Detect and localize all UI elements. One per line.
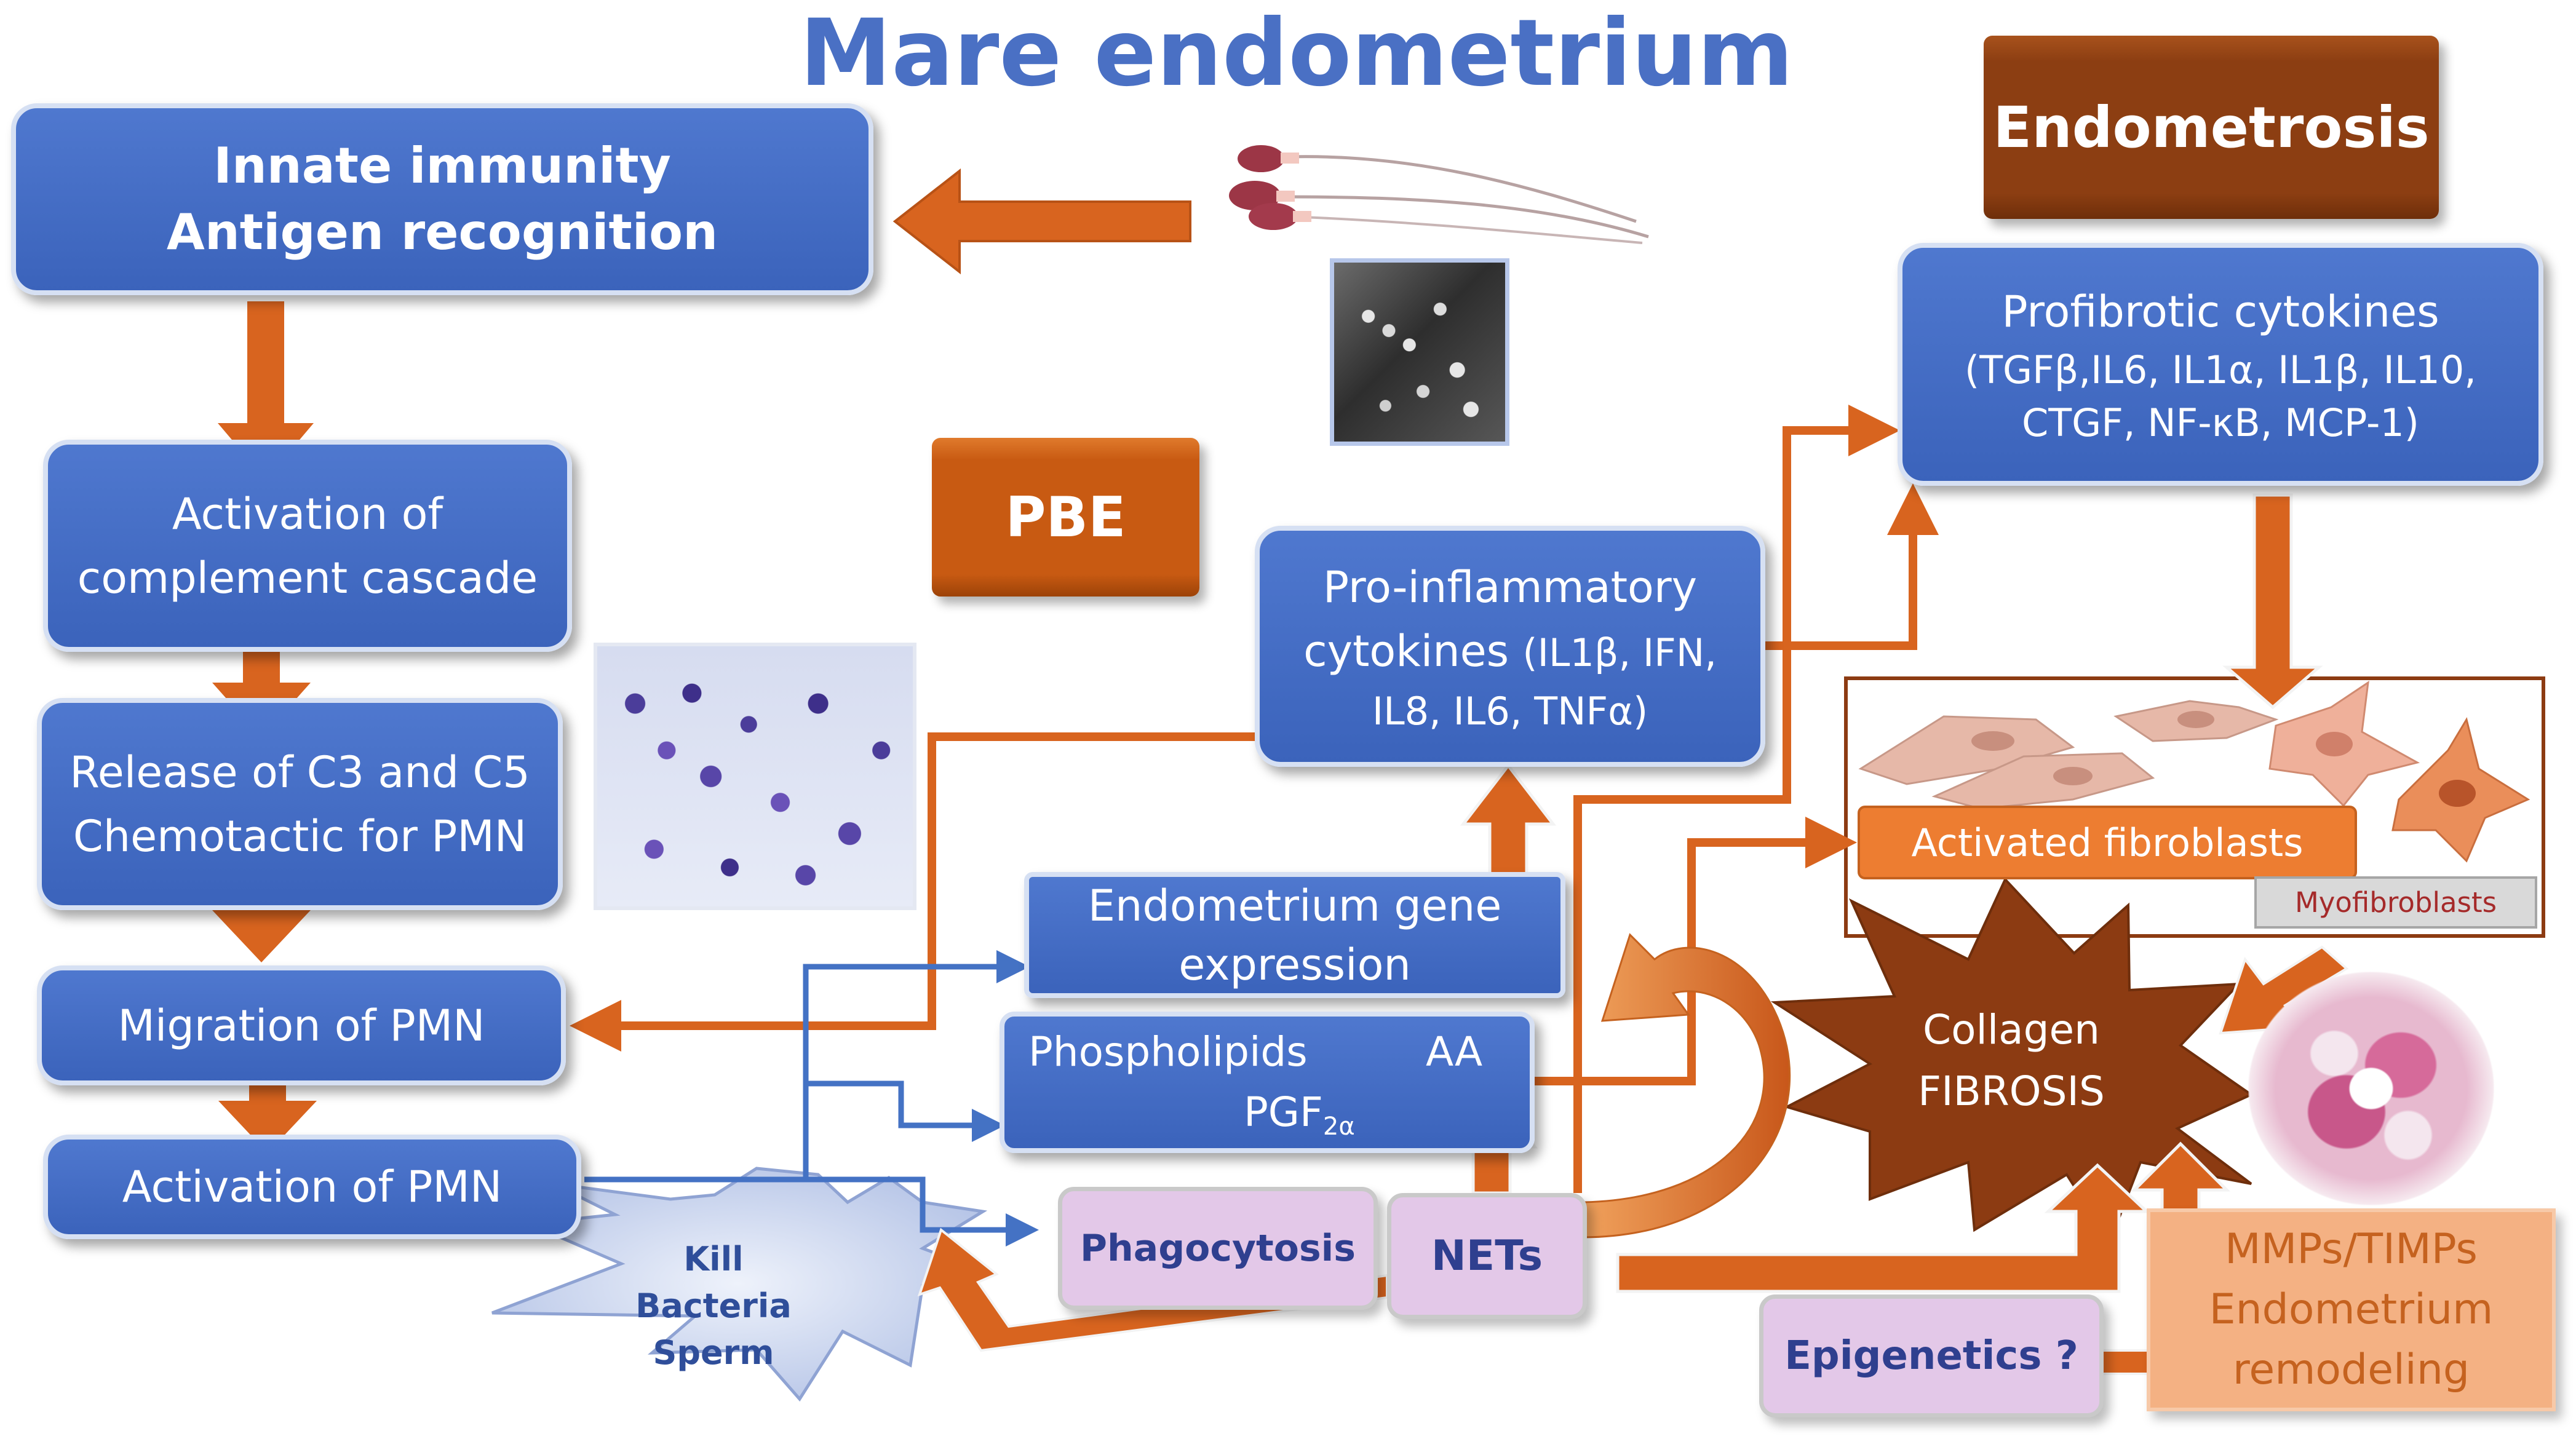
phagocytosis-label: Phagocytosis	[1080, 1227, 1356, 1270]
endometrium-histology-image	[2248, 972, 2494, 1205]
aa-label: AA	[1426, 1028, 1483, 1076]
arrow-release-to-migration	[212, 876, 311, 962]
pbe-box: PBE	[932, 438, 1199, 597]
innate-line-2: Antigen recognition	[166, 204, 718, 261]
pmn-stained-micrograph	[594, 643, 916, 910]
kill-line-3: Sperm	[653, 1333, 774, 1372]
profibrotic-line-3: CTGF, NF-κB, MCP-1)	[2021, 400, 2419, 445]
mmps-timps-box: MMPs/TIMPs Endometrium remodeling	[2147, 1208, 2556, 1411]
arrow-proinflammatory-to-profibrotic	[1762, 483, 1939, 650]
fibroblast-panel	[1844, 676, 2545, 938]
arrow-migration-to-activation	[218, 1058, 317, 1153]
arrow-innate-to-complement	[218, 301, 314, 480]
phagocytosis-box: Phagocytosis	[1058, 1187, 1378, 1310]
innate-line-1: Innate immunity	[213, 137, 671, 194]
release-line-2: Chemotactic for PMN	[73, 811, 527, 862]
phospholipids-label: Phospholipids	[1028, 1028, 1308, 1076]
complement-cascade-box: Activation of complement cascade	[43, 440, 572, 652]
myofibroblasts-label: Myofibroblasts	[2294, 886, 2497, 919]
complement-line-1: Activation of	[172, 488, 443, 539]
arrow-nets-to-profibrotic	[1573, 405, 1900, 1193]
arrow-profibrotic-to-fibroblasts	[2222, 493, 2323, 710]
endometrosis-label: Endometrosis	[1993, 94, 2430, 161]
pgf-label: PGF2α	[1244, 1088, 1355, 1141]
activation-label: Activation of PMN	[122, 1162, 503, 1212]
gene-line-2: expression	[1179, 939, 1411, 990]
arrow-microbes-to-innate	[892, 168, 1191, 275]
proinflammatory-line-2-text: cytokines	[1303, 625, 1509, 676]
myofibroblasts-box: Myofibroblasts	[2254, 876, 2537, 929]
activated-fibroblasts-label: Activated fibroblasts	[1911, 820, 2304, 865]
page-title: Mare endometrium	[800, 0, 1794, 107]
migration-label: Migration of PMN	[117, 1000, 485, 1051]
proinflammatory-cytokines-box: Pro-inflammatory cytokines (IL1β, IFN, I…	[1255, 526, 1765, 767]
nets-box: NETs	[1387, 1193, 1587, 1319]
pbe-label: PBE	[1005, 485, 1126, 550]
collagen-fibrosis-text: Collagen FIBROSIS	[1882, 999, 2141, 1122]
gene-expression-box: Endometrium gene expression	[1024, 872, 1565, 998]
mmps-line-2: Endometrium	[2209, 1285, 2494, 1334]
curved-arrow-nets-to-gene	[1583, 933, 1791, 1239]
bacteria-micrograph	[1330, 258, 1509, 446]
gene-line-1: Endometrium gene	[1087, 880, 1502, 931]
complement-line-2: complement cascade	[77, 552, 538, 603]
blue-arrow-to-phospholipids	[806, 1080, 1005, 1142]
release-line-1: Release of C3 and C5	[70, 747, 530, 798]
proinflammatory-line-1: Pro-inflammatory	[1322, 561, 1698, 612]
activated-fibroblasts-box: Activated fibroblasts	[1858, 806, 2357, 879]
mmps-line-1: MMPs/TIMPs	[2225, 1225, 2478, 1274]
epigenetics-label: Epigenetics ?	[1784, 1333, 2078, 1379]
mmps-line-3: remodeling	[2232, 1346, 2470, 1394]
kill-line-2: Bacteria	[635, 1286, 792, 1325]
profibrotic-cytokines-box: Profibrotic cytokines (TGFβ,IL6, IL1α, I…	[1898, 243, 2543, 486]
blue-arrow-to-phagocytosis	[806, 1176, 1039, 1247]
arrow-gene-to-proinflammatory	[1460, 763, 1557, 884]
kill-line-1: Kill	[683, 1240, 744, 1278]
migration-pmn-box: Migration of PMN	[37, 965, 566, 1085]
epigenetics-box: Epigenetics ?	[1759, 1294, 2104, 1417]
proinflammatory-line-2-list: (IL1β, IFN,	[1522, 630, 1717, 675]
activation-pmn-box: Activation of PMN	[43, 1135, 581, 1239]
phospholipids-box	[1000, 1012, 1535, 1153]
collagen-line-2: FIBROSIS	[1918, 1068, 2105, 1115]
nets-label: NETs	[1431, 1232, 1543, 1280]
proinflammatory-line-2: cytokines (IL1β, IFN,	[1303, 619, 1717, 685]
profibrotic-line-2: (TGFβ,IL6, IL1α, IL1β, IL10,	[1965, 347, 2476, 392]
blue-arrow-to-gene-expression	[803, 950, 1030, 1179]
sperm-illustration	[1229, 145, 1649, 244]
arrow-nets-to-collagen	[1616, 1163, 2151, 1293]
endometrosis-box: Endometrosis	[1984, 36, 2439, 219]
pgf-subscript: 2α	[1322, 1112, 1355, 1141]
release-c3-c5-box: Release of C3 and C5 Chemotactic for PMN	[37, 698, 563, 910]
fibroblast-cells-illustration	[1858, 680, 2530, 863]
profibrotic-line-1: Profibrotic cytokines	[2002, 286, 2439, 337]
collagen-line-1: Collagen	[1923, 1006, 2100, 1053]
arrow-proinflammatory-to-migration	[570, 732, 1261, 1052]
kill-text: Kill Bacteria Sperm	[621, 1236, 806, 1376]
proinflammatory-line-3: IL8, IL6, TNFα)	[1372, 688, 1648, 734]
collagen-burst-shape	[1770, 877, 2254, 1245]
innate-immunity-box: Innate immunity Antigen recognition	[11, 103, 873, 295]
pgf-text: PGF	[1244, 1088, 1323, 1136]
